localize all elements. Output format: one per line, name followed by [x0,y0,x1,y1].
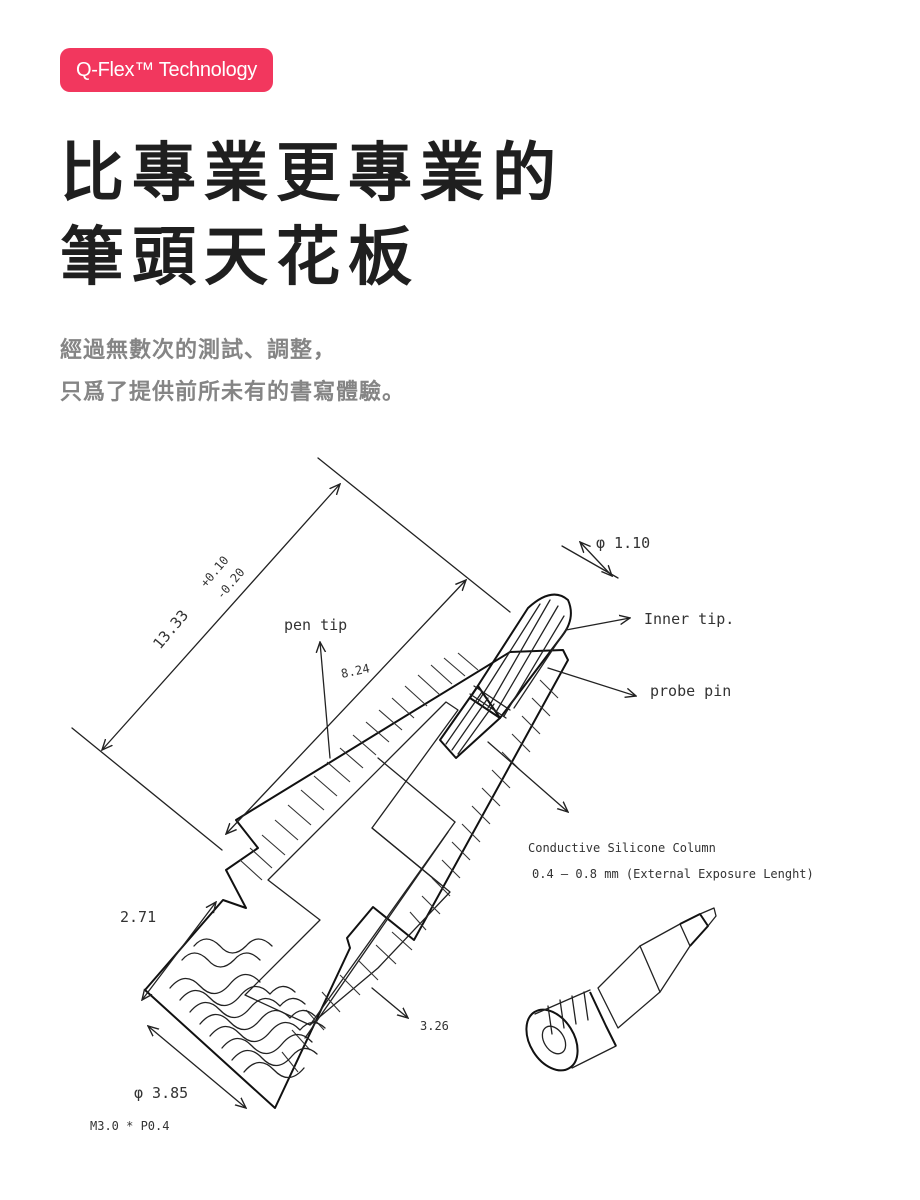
svg-text:Inner tip.: Inner tip. [644,610,734,628]
dimension-collar-length: 3.26 [371,987,449,1033]
callout-probe-pin: probe pin [547,667,731,700]
svg-text:0.4 – 0.8 mm (External Exposur: 0.4 – 0.8 mm (External Exposure Lenght) [532,867,814,881]
dimension-pen-tip-length: pen tip 8.24 [226,580,466,834]
probe-pin [439,593,572,759]
svg-text:3.26: 3.26 [420,1019,449,1033]
svg-text:13.33: 13.33 [149,606,192,652]
callout-inner-tip: Inner tip. [565,610,734,631]
description-line-1: 經過無數次的測試、調整， [60,338,337,363]
svg-text:φ 1.10: φ 1.10 [596,534,650,552]
dimension-total-length: 13.33 +0.10 -0.20 [71,457,511,851]
dimension-base-diameter: φ 3.85 M3.0 * P0.4 [90,1026,246,1133]
svg-text:2.71: 2.71 [120,908,156,926]
pen-tip-technical-sketch: 13.33 +0.10 -0.20 pen tip 8.24 φ 1.10 In… [71,457,814,1133]
headline-line-2: 筆頭天花板 [60,221,420,295]
svg-text:φ 3.85: φ 3.85 [134,1084,188,1102]
nib-3d-sketch [525,907,717,1072]
dimension-thread-length: 2.71 [120,902,216,1000]
technology-badge: Q-Flex™ Technology [60,48,273,92]
thread-windings [169,938,326,1079]
wall-hatching-upper [239,652,479,881]
headline: 比專業更專業的 筆頭天花板 [60,132,564,300]
dimension-tip-diameter: φ 1.10 [561,534,650,579]
svg-text:8.24: 8.24 [340,661,371,681]
svg-text:pen tip: pen tip [284,616,347,634]
svg-text:probe pin: probe pin [650,682,731,700]
inner-wall-line [371,827,441,885]
description-line-2: 只爲了提供前所未有的書寫體驗。 [60,380,406,405]
headline-line-1: 比專業更專業的 [60,137,564,211]
svg-text:M3.0 * P0.4: M3.0 * P0.4 [90,1119,169,1133]
callout-conductive-silicone-column: Conductive Silicone Column 0.4 – 0.8 mm … [487,741,814,881]
description: 經過無數次的測試、調整， 只爲了提供前所未有的書寫體驗。 [60,330,405,414]
nib-outer-profile [144,649,569,1109]
inner-taper-line [304,831,449,1039]
svg-text:Conductive Silicone Column: Conductive Silicone Column [528,841,716,855]
